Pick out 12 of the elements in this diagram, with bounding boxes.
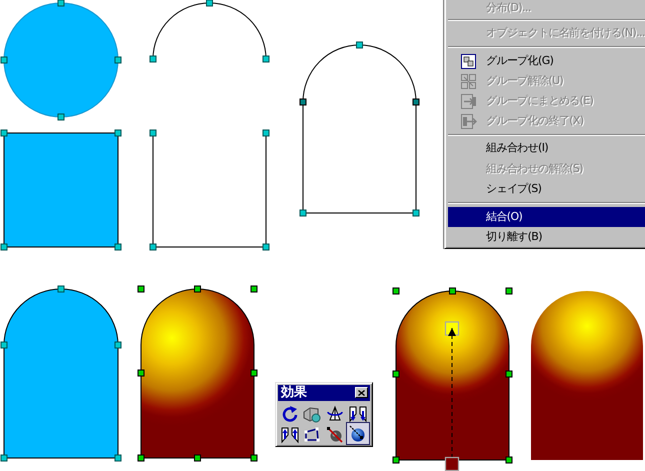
menu-item: シェイプ(S): [486, 181, 542, 197]
menu-item: グループ化の終了(X): [486, 113, 584, 129]
menu-item: 結合(O): [448, 207, 645, 227]
menu-item: オブジェクトに名前を付ける(N)...: [486, 25, 645, 41]
menu-item: グループにまとめる(E): [486, 93, 594, 109]
menu-item: グループ解除(U): [486, 73, 564, 89]
menu-item: グループ化(G): [486, 53, 554, 69]
toolbar-title: 効果: [281, 385, 307, 401]
menu-item: 分布(D)...: [486, 0, 531, 16]
menu-item: 組み合わせの解除(S): [486, 161, 583, 177]
menu-item: 切り離す(B): [486, 229, 542, 245]
menu-item: 組み合わせ(I): [486, 140, 548, 156]
